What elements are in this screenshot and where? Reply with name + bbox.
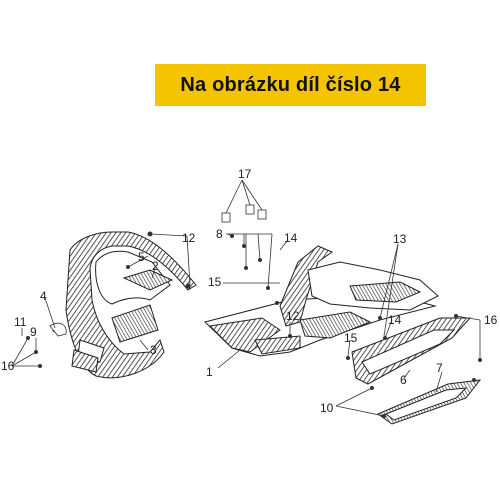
callout-2: 2 — [152, 259, 159, 273]
callout-16-left: 16 — [1, 359, 15, 373]
callout-8: 8 — [216, 227, 223, 241]
callout-7: 7 — [436, 361, 443, 375]
inner-cover-part-2 — [122, 269, 174, 291]
callout-13: 13 — [393, 232, 407, 246]
leader-lines — [11, 179, 481, 417]
callout-4: 4 — [40, 289, 47, 303]
side-skirt-panels — [351, 317, 482, 425]
callout-6: 6 — [400, 373, 407, 387]
center-tunnel-cover — [279, 245, 439, 327]
callout-16-right: 16 — [484, 313, 498, 327]
callout-12-center: 12 — [286, 309, 300, 323]
callout-11: 11 — [14, 315, 27, 329]
callout-1: 1 — [206, 365, 213, 379]
callout-5: 5 — [138, 250, 145, 264]
callout-3: 3 — [150, 343, 157, 357]
callout-17: 17 — [238, 167, 252, 181]
callout-14-right: 14 — [388, 313, 402, 327]
callout-15-bottom: 15 — [344, 331, 358, 345]
banner-text: Na obrázku díl číslo 14 — [180, 73, 401, 96]
floor-panel — [204, 295, 437, 357]
callout-14-top: 14 — [284, 231, 298, 245]
front-leg-shield — [65, 231, 197, 379]
part-number-banner: Na obrázku díl číslo 14 — [155, 64, 426, 106]
callout-labels: 17 8 12 5 2 14 15 13 4 11 9 16 3 12 14 1… — [1, 167, 498, 415]
callout-12-left: 12 — [182, 231, 196, 245]
callout-10: 10 — [320, 401, 334, 415]
callout-9: 9 — [30, 325, 37, 339]
callout-15-top: 15 — [208, 275, 222, 289]
